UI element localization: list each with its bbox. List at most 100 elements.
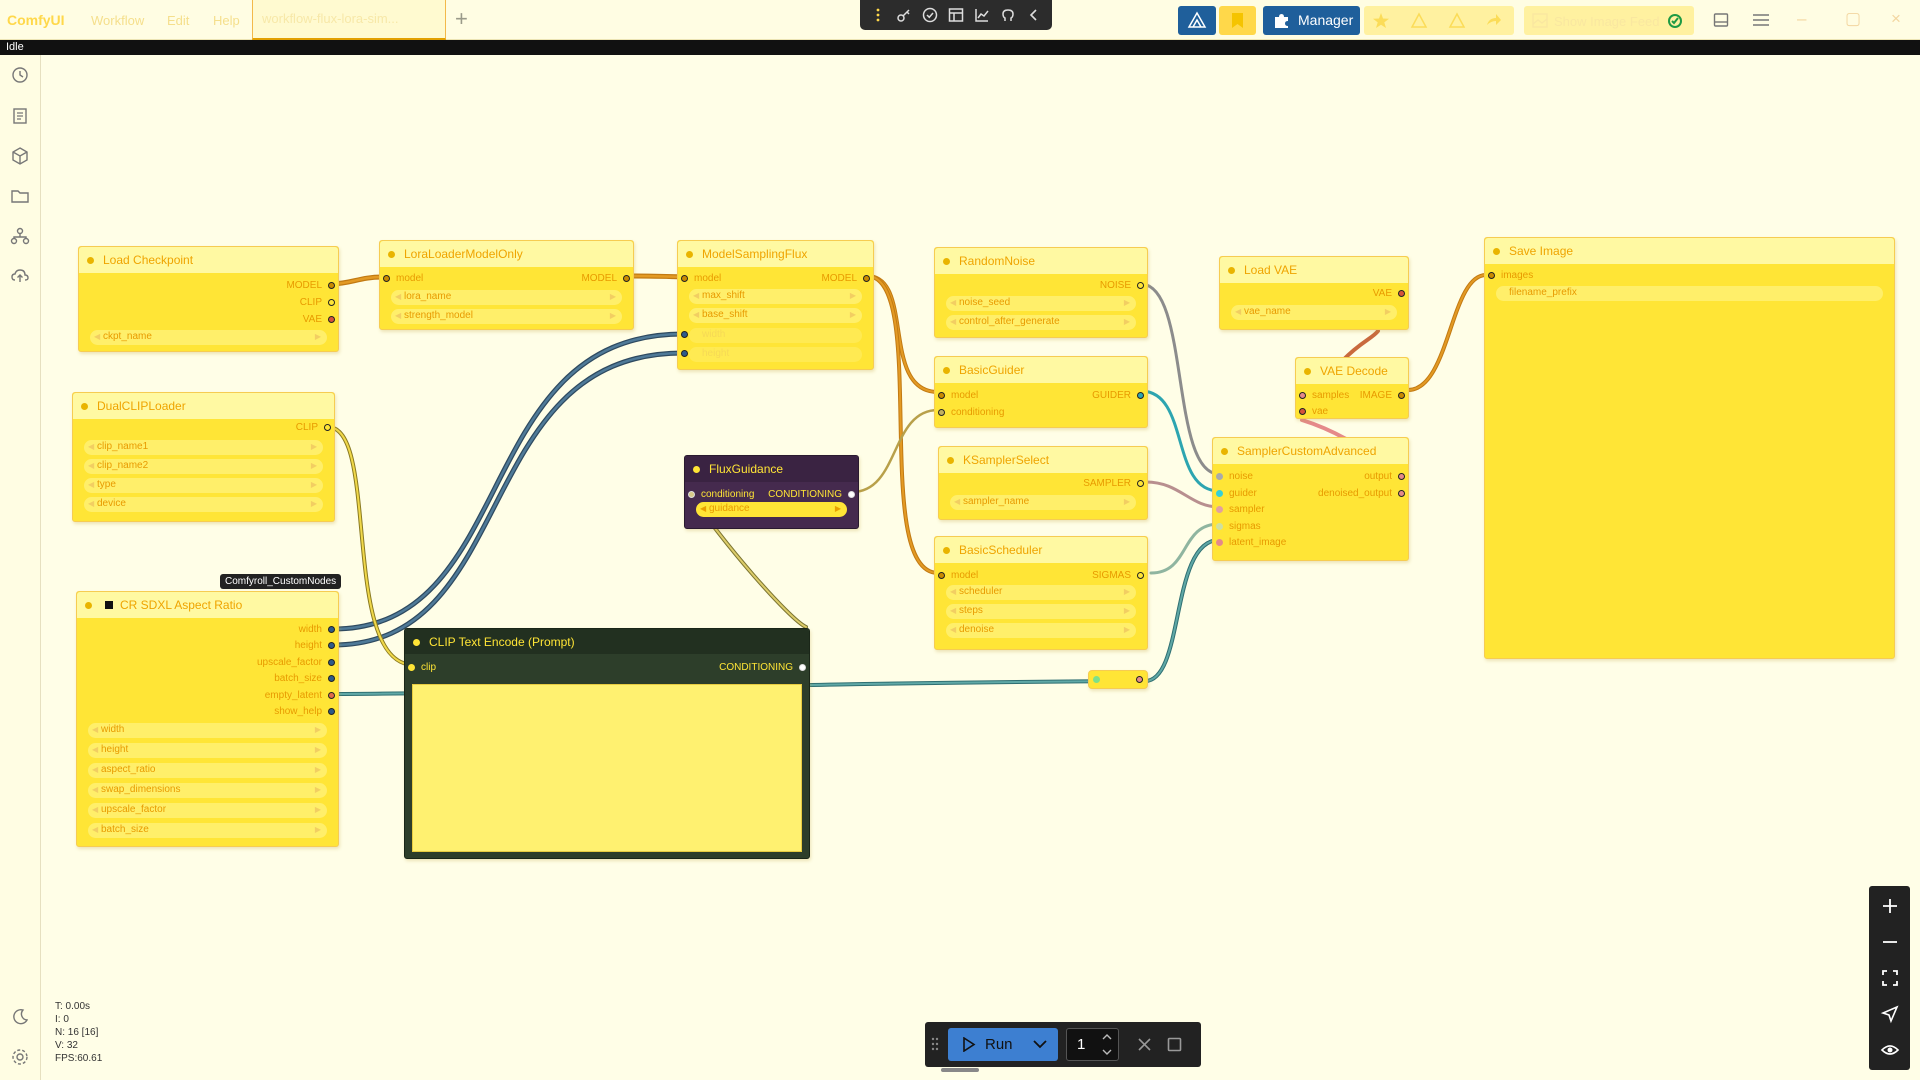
settings-icon[interactable] xyxy=(10,1047,30,1067)
widget-noise-seed[interactable]: ◀noise_seed▶ xyxy=(946,296,1136,311)
collapse-dot[interactable] xyxy=(81,403,88,410)
workflow-tab[interactable]: workflow-flux-lora-sim... xyxy=(252,0,446,40)
menu-help[interactable]: Help xyxy=(213,13,240,28)
node-title-bar[interactable]: CLIP Text Encode (Prompt) xyxy=(405,629,809,654)
output-sigmas-slot[interactable] xyxy=(1137,572,1144,579)
input-guider-slot[interactable] xyxy=(1216,490,1223,497)
feed-toggle-icon[interactable] xyxy=(1667,13,1683,29)
node-title-bar[interactable]: FluxGuidance xyxy=(685,456,858,482)
output-noise-slot[interactable] xyxy=(1137,282,1144,289)
input-model-slot[interactable] xyxy=(383,275,390,282)
widget-device[interactable]: ◀device▶ xyxy=(84,497,323,512)
output-upscale-factor-slot[interactable] xyxy=(328,659,335,666)
widget-batch-size[interactable]: ◀batch_size▶ xyxy=(88,823,327,838)
maximize-icon[interactable]: ▢ xyxy=(1845,9,1862,28)
collapse-dot[interactable] xyxy=(686,251,693,258)
widget-upscale-factor[interactable]: ◀upscale_factor▶ xyxy=(88,803,327,818)
widget-aspect-ratio[interactable]: ◀aspect_ratio▶ xyxy=(88,763,327,778)
input-sampler-slot[interactable] xyxy=(1216,506,1223,513)
collapse-dot[interactable] xyxy=(947,457,954,464)
menu-edit[interactable]: Edit xyxy=(167,13,190,28)
node-title-bar[interactable]: RandomNoise xyxy=(935,248,1147,274)
increment-icon[interactable] xyxy=(1101,1033,1113,1041)
decrement-icon[interactable] xyxy=(1101,1048,1113,1056)
output-sampler-slot[interactable] xyxy=(1137,480,1144,487)
output-model-slot[interactable] xyxy=(328,282,335,289)
node-dual-clip-loader[interactable]: DualCLIPLoader CLIP ◀clip_name1▶ ◀clip_n… xyxy=(72,392,335,522)
menu-workflow[interactable]: Workflow xyxy=(91,13,145,28)
collapse-dot[interactable] xyxy=(87,257,94,264)
input-conditioning-slot[interactable] xyxy=(938,409,945,416)
widget-width[interactable]: ◀width▶ xyxy=(88,723,327,738)
model-library-icon[interactable] xyxy=(10,146,30,166)
output-conditioning-slot[interactable] xyxy=(848,491,855,498)
input-width-slot[interactable] xyxy=(681,331,688,338)
widget-max-shift[interactable]: ◀max_shift▶ xyxy=(689,289,862,304)
theme-icon[interactable] xyxy=(10,1007,30,1027)
node-title-bar[interactable]: Load VAE xyxy=(1220,257,1408,283)
widget-sampler-name[interactable]: ◀sampler_name▶ xyxy=(950,495,1136,510)
output-guider-slot[interactable] xyxy=(1137,392,1144,399)
run-drag-handle-icon[interactable] xyxy=(931,1037,939,1052)
stop-icon[interactable] xyxy=(1167,1037,1182,1052)
history-icon[interactable] xyxy=(10,65,30,85)
output-vae-slot[interactable] xyxy=(1398,290,1405,297)
node-title-bar[interactable]: BasicScheduler xyxy=(935,537,1147,563)
run-options-chevron-icon[interactable] xyxy=(1032,1039,1048,1049)
app-logo[interactable]: ComfyUI xyxy=(7,12,65,28)
collapse-dot[interactable] xyxy=(1304,368,1311,375)
node-title-bar[interactable]: Load Checkpoint xyxy=(79,247,338,273)
widget-lora-name[interactable]: ◀lora_name▶ xyxy=(391,290,622,305)
collapse-dot[interactable] xyxy=(413,639,420,646)
warning-icon[interactable] xyxy=(1410,12,1428,29)
panel-toggle-icon[interactable] xyxy=(1713,12,1729,28)
node-title-bar[interactable]: SamplerCustomAdvanced xyxy=(1213,438,1408,464)
image-feed-button[interactable]: Show Image Feed xyxy=(1524,6,1694,35)
node-ksampler-select[interactable]: KSamplerSelect SAMPLER ◀sampler_name▶ xyxy=(938,446,1148,520)
star-icon[interactable] xyxy=(1372,12,1390,29)
drag-handle-icon[interactable] xyxy=(870,7,886,23)
locate-icon[interactable] xyxy=(1880,1004,1900,1024)
node-model-sampling-flux[interactable]: ModelSamplingFlux model MODEL ◀max_shift… xyxy=(677,240,874,370)
widget-control-after-generate[interactable]: ◀control_after_generate▶ xyxy=(946,315,1136,330)
input-vae-slot[interactable] xyxy=(1299,408,1306,415)
node-library-icon[interactable] xyxy=(10,226,30,246)
fit-view-icon[interactable] xyxy=(1880,968,1900,988)
output-denoised-output-slot[interactable] xyxy=(1398,490,1405,497)
input-noise-slot[interactable] xyxy=(1216,473,1223,480)
reroute-input-slot[interactable] xyxy=(1093,676,1100,683)
collapse-dot[interactable] xyxy=(1221,448,1228,455)
widget-scheduler[interactable]: ◀scheduler▶ xyxy=(946,585,1136,600)
collapse-dot[interactable] xyxy=(1493,248,1500,255)
layout-icon[interactable] xyxy=(948,7,964,23)
node-flux-guidance[interactable]: FluxGuidance conditioning CONDITIONING ◀… xyxy=(684,455,859,529)
reroute-node[interactable] xyxy=(1088,670,1148,689)
output-vae-slot[interactable] xyxy=(328,316,335,323)
new-tab-button[interactable]: + xyxy=(455,6,468,31)
input-clip-slot[interactable] xyxy=(408,664,415,671)
output-batch-size-slot[interactable] xyxy=(328,675,335,682)
queue-icon[interactable] xyxy=(10,106,30,126)
crystools-button[interactable] xyxy=(1178,6,1216,35)
input-model-slot[interactable] xyxy=(938,392,945,399)
node-random-noise[interactable]: RandomNoise NOISE ◀noise_seed▶ ◀control_… xyxy=(934,247,1148,338)
output-conditioning-slot[interactable] xyxy=(799,664,806,671)
collapse-dot[interactable] xyxy=(85,602,92,609)
node-title-bar[interactable]: LoraLoaderModelOnly xyxy=(380,241,633,267)
widget-swap-dimensions[interactable]: ◀swap_dimensions▶ xyxy=(88,783,327,798)
bookmark-button[interactable] xyxy=(1219,6,1256,35)
chart-icon[interactable] xyxy=(974,7,990,23)
workflows-icon[interactable] xyxy=(10,186,30,206)
input-conditioning-slot[interactable] xyxy=(688,491,695,498)
queue-count-stepper[interactable]: 1 xyxy=(1066,1028,1119,1061)
output-image-slot[interactable] xyxy=(1398,392,1405,399)
node-title-bar[interactable]: BasicGuider xyxy=(935,357,1147,383)
node-title-bar[interactable]: VAE Decode xyxy=(1296,358,1408,384)
input-model-slot[interactable] xyxy=(681,275,688,282)
output-model-slot[interactable] xyxy=(623,275,630,282)
collapse-dot[interactable] xyxy=(693,466,700,473)
output-output-slot[interactable] xyxy=(1398,473,1405,480)
widget-strength-model[interactable]: ◀strength_model▶ xyxy=(391,309,622,324)
input-sigmas-slot[interactable] xyxy=(1216,523,1223,530)
output-model-slot[interactable] xyxy=(863,275,870,282)
